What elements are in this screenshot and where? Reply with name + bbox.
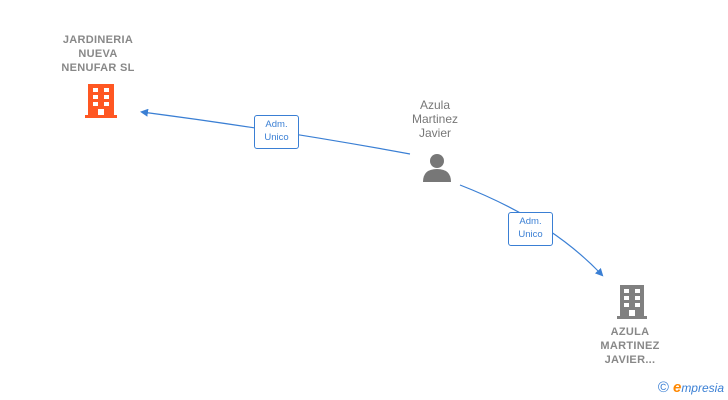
edge-label-2[interactable]: Adm. Unico: [508, 212, 553, 246]
company-main-label: JARDINERIA NUEVA NENUFAR SL: [38, 33, 158, 75]
person-icon[interactable]: [422, 152, 452, 182]
company-other-building-icon[interactable]: [617, 285, 647, 319]
person-line-3: Javier: [418, 126, 451, 140]
company-other-line-3: JAVIER...: [604, 354, 656, 366]
company-other-label: AZULA MARTINEZ JAVIER...: [580, 325, 680, 367]
brand-rest: mpresia: [681, 381, 724, 395]
company-main-line-1: JARDINERIA: [62, 34, 134, 46]
company-main-building-icon[interactable]: [85, 84, 117, 118]
edge-label-1-line-1: Adm.: [265, 119, 288, 130]
edge-label-2-line-2: Unico: [518, 229, 543, 240]
company-other-line-1: AZULA: [610, 326, 650, 338]
person-line-2: Martinez: [411, 112, 458, 126]
company-main-line-3: NENUFAR SL: [61, 62, 135, 74]
brand-first-letter: e: [672, 379, 682, 396]
person-label: Azula Martinez Javier: [395, 98, 475, 140]
copyright-icon: ©: [657, 379, 669, 396]
person-line-1: Azula: [419, 98, 451, 112]
company-other-line-2: MARTINEZ: [600, 340, 660, 352]
company-main-line-2: NUEVA: [78, 48, 118, 60]
brand-logo: empresia: [673, 379, 724, 396]
edge-label-1-line-2: Unico: [264, 132, 289, 143]
footer-brand[interactable]: © empresia: [658, 379, 724, 396]
edge-label-1[interactable]: Adm. Unico: [254, 115, 299, 149]
edge-label-2-line-1: Adm.: [519, 216, 542, 227]
